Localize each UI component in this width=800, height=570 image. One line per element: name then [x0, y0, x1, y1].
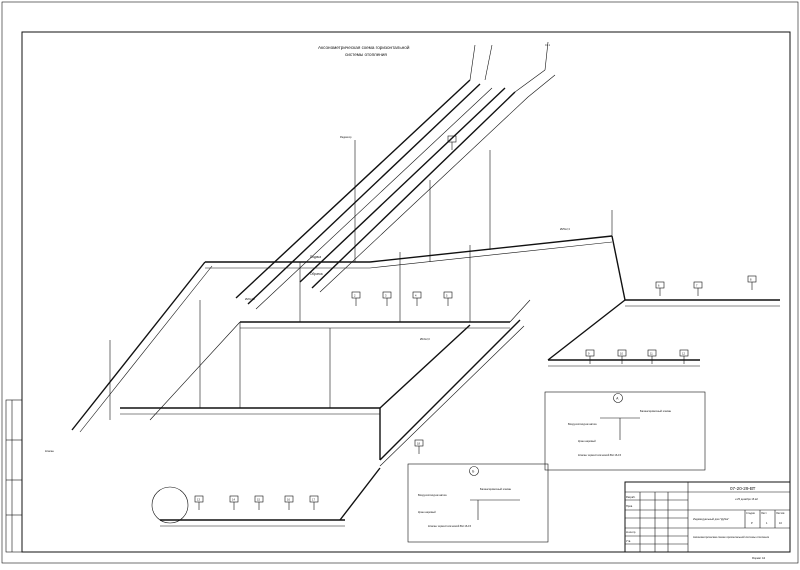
label-valve: Клапан [45, 449, 54, 453]
radiator: 11 [647, 349, 657, 364]
radiator: 7 [693, 281, 703, 296]
svg-text:Кран шаровый: Кран шаровый [578, 439, 596, 443]
label-radiator: Радиатор [340, 135, 352, 139]
radiator-tag: 10 [620, 352, 623, 356]
svg-text:Клапан термостатический ВН 16-: Клапан термостатический ВН 16-15 [578, 453, 622, 457]
stamp-row-1: Разраб. [626, 495, 636, 499]
radiator-tag: 16 [287, 498, 290, 502]
stage-value: Р [751, 521, 753, 525]
stamp-row-2: Пров. [626, 504, 633, 508]
radiator-tag: 12 [682, 352, 685, 356]
radiator-tag: 14 [232, 498, 235, 502]
diagram-title: Аксонометрическая схема горизонтальной [318, 44, 410, 50]
date-note: н 25 декабря 16 в2 [735, 497, 758, 501]
radiator-tag: 11 [650, 352, 653, 356]
stamp-row-3: Н.контр. [626, 530, 636, 534]
radiator: 5 [443, 291, 453, 306]
radiator: 9 [585, 349, 595, 364]
sheet-value: 1 [766, 521, 768, 525]
radiator-tag: 8 [750, 278, 752, 282]
inner-frame [21, 31, 791, 553]
radiator-tag: 4 [415, 294, 417, 298]
label-riser: Ст.1 [545, 43, 550, 47]
radiator: 1 [447, 135, 457, 150]
diagram-subtitle: системы отопления [345, 52, 387, 57]
format-label: Формат А3 [752, 556, 766, 560]
svg-text:Воздухоотводчик автом.: Воздухоотводчик автом. [568, 422, 597, 426]
pipe-network [71, 41, 780, 527]
title-block: 07-20-29-ВТ н 25 декабря 16 в2 Индивидуа… [624, 481, 791, 553]
radiator-tag: 9 [588, 352, 590, 356]
radiator: 18 [414, 439, 424, 454]
radiator-tag: 1 [450, 138, 452, 142]
radiator-tag: 6 [658, 284, 660, 288]
svg-text:Воздухоотводчик автом.: Воздухоотводчик автом. [418, 493, 447, 497]
sheet-label: Лист [761, 511, 767, 515]
detail-box-b: Воздухоотводчик автом. Кран шаровый Клап… [407, 463, 549, 543]
radiator: 17 [309, 495, 319, 510]
label-pipe-d16: Ø16х2,0 [420, 337, 430, 341]
svg-text:Клапан термостатический ВН 16-: Клапан термостатический ВН 16-15 [428, 524, 472, 528]
radiator-tag: 3 [385, 294, 387, 298]
radiator: 10 [617, 349, 627, 364]
radiator-tag: 2 [354, 294, 356, 298]
radiator: 15 [254, 495, 264, 510]
radiator-tag: 15 [257, 498, 260, 502]
svg-text:А: А [616, 397, 619, 401]
radiator-tag: 18 [417, 442, 420, 446]
svg-text:Б: Б [472, 470, 474, 474]
stage-label: Стадия [746, 511, 755, 515]
radiator: 6 [655, 281, 665, 296]
detail-circle-a [151, 486, 189, 524]
object-name: Индивидуальный дом "Дубки" [693, 517, 729, 521]
label-pipe-d25: Ø25х2,3 [560, 227, 570, 231]
detail-marker-b: Б [469, 466, 479, 476]
detail-marker-a: А [613, 393, 623, 403]
sheets-label: Листов [776, 511, 785, 515]
sheet-description: Аксонометрическая схема горизонтальной с… [693, 535, 770, 539]
leader-labels: Подача Обратка Ø20х2,0 Ø16х2,0 Ø25х2,3 С… [45, 43, 570, 453]
stamp-row-4: Утв. [626, 539, 631, 543]
radiator-tag: 17 [312, 498, 315, 502]
radiator: 12 [679, 349, 689, 364]
radiator-tag: 5 [446, 294, 448, 298]
label-supply: Подача [310, 255, 321, 259]
label-pipe-d20: Ø20х2,0 [245, 297, 255, 301]
detail-box-a: Воздухоотводчик автом. Кран шаровый Клап… [544, 391, 706, 471]
svg-text:Кран шаровый: Кран шаровый [418, 510, 436, 514]
drawing-code: 07-20-29-ВТ [730, 486, 756, 491]
radiator-tag: 13 [197, 498, 200, 502]
radiator: 3 [382, 291, 392, 306]
radiator: 13 [194, 495, 204, 510]
radiator: 8 [747, 275, 757, 290]
radiator-tag: 7 [696, 284, 698, 288]
label-return: Обратка [310, 272, 323, 276]
radiator: 14 [229, 495, 239, 510]
sheets-value: 10 [779, 521, 782, 525]
left-binding-strip [5, 399, 23, 553]
svg-text:Балансировочный клапан: Балансировочный клапан [480, 487, 512, 491]
svg-text:Балансировочный клапан: Балансировочный клапан [640, 409, 672, 413]
radiator: 16 [284, 495, 294, 510]
radiator: 2 [351, 291, 361, 306]
radiator: 4 [412, 291, 422, 306]
